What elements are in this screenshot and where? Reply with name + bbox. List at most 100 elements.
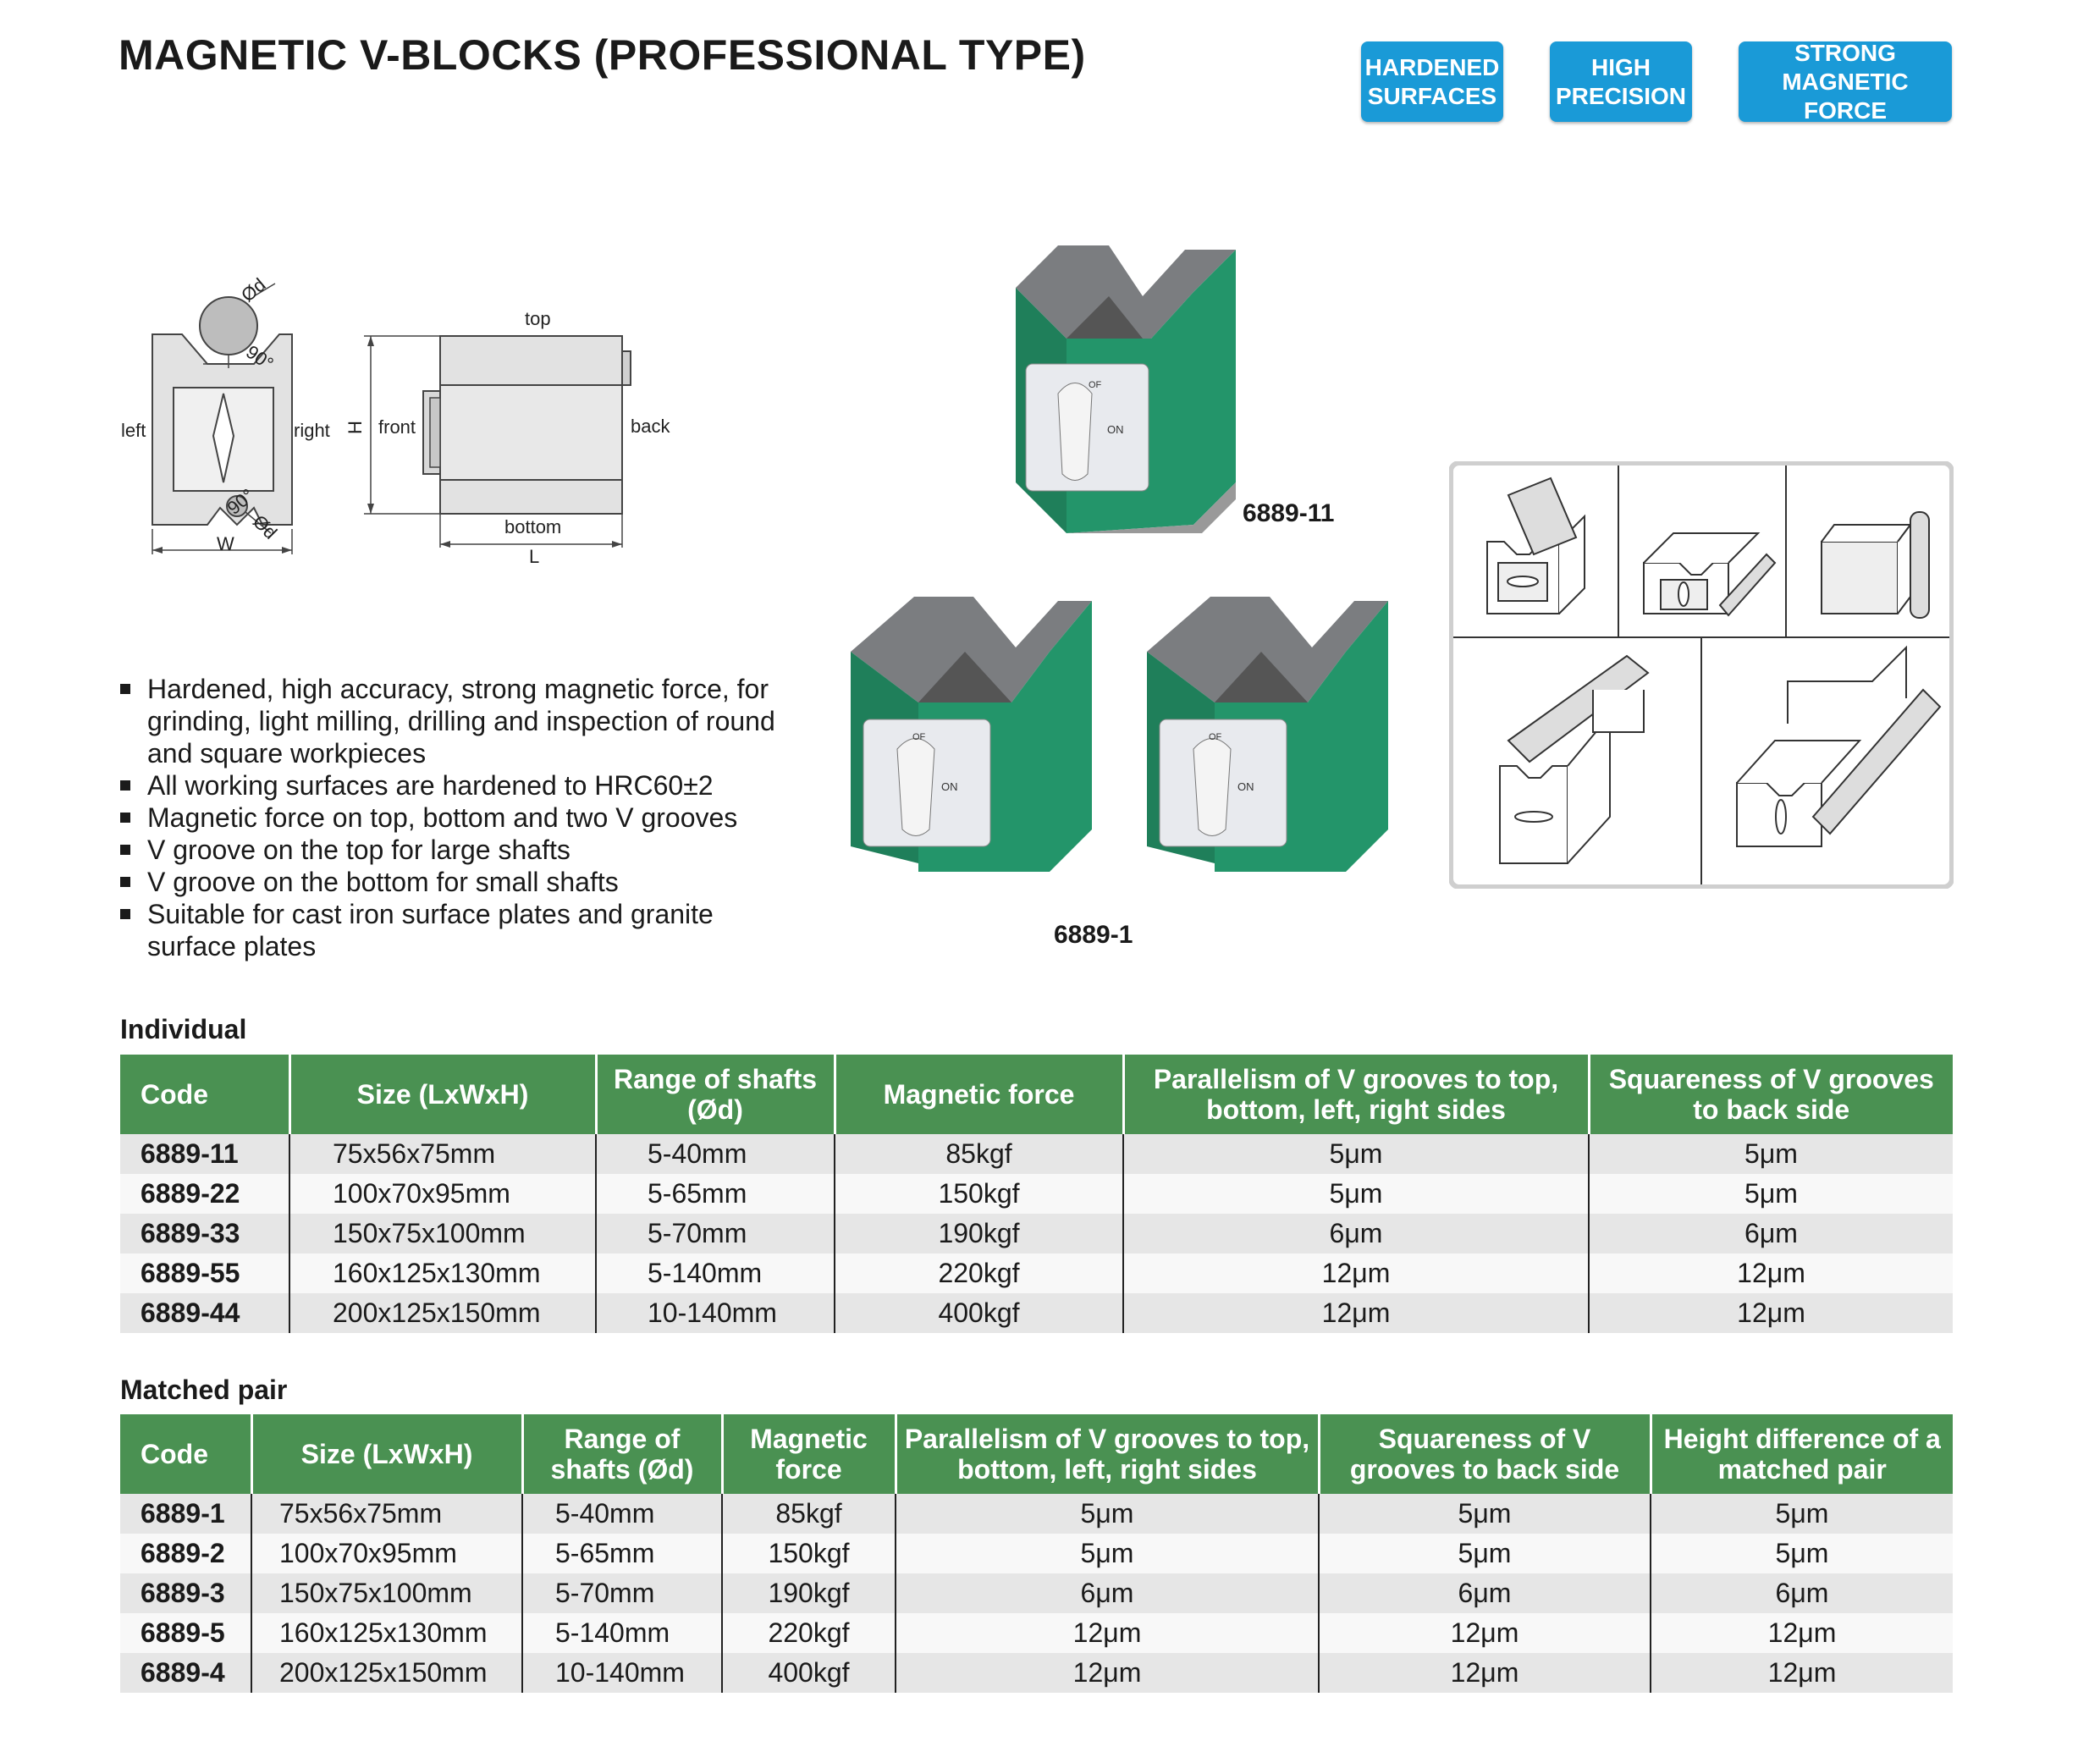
cell-size: 75x56x75mm xyxy=(251,1494,523,1534)
table-row: 6889-22 100x70x95mm 5-65mm 150kgf 5μm 5μ… xyxy=(120,1174,1953,1214)
cell-parallelism: 5μm xyxy=(896,1534,1320,1573)
cell-range: 5-65mm xyxy=(522,1534,723,1573)
cell-parallelism: 12μm xyxy=(896,1653,1320,1693)
cell-size: 160x125x130mm xyxy=(251,1613,523,1653)
cell-code: 6889-33 xyxy=(120,1214,290,1253)
feature-item: Magnetic force on top, bottom and two V … xyxy=(120,802,797,834)
table-row: 6889-55 160x125x130mm 5-140mm 220kgf 12μ… xyxy=(120,1253,1953,1293)
table-row: 6889-5 160x125x130mm 5-140mm 220kgf 12μm… xyxy=(120,1613,1953,1653)
col-force: Magnetic force xyxy=(835,1055,1125,1134)
cell-size: 200x125x150mm xyxy=(289,1293,597,1333)
badge-hardened-surfaces: HARDENED SURFACES xyxy=(1361,41,1503,122)
page-title: MAGNETIC V-BLOCKS (PROFESSIONAL TYPE) xyxy=(119,31,1086,79)
table-header-row: Code Size (LxWxH) Range of shafts (Ød) M… xyxy=(120,1055,1953,1134)
cell-parallelism: 6μm xyxy=(896,1573,1320,1613)
cell-height-difference: 6μm xyxy=(1651,1573,1953,1613)
cell-range: 5-40mm xyxy=(596,1134,835,1174)
cell-range: 5-70mm xyxy=(596,1214,835,1253)
usage-icon-2 xyxy=(1643,532,1777,617)
cell-code: 6889-2 xyxy=(120,1534,252,1573)
col-squareness: Squareness of V grooves to back side xyxy=(1319,1414,1652,1494)
usage-icon-5 xyxy=(1736,645,1942,847)
individual-table: Code Size (LxWxH) Range of shafts (Ød) M… xyxy=(120,1055,1953,1333)
cell-force: 400kgf xyxy=(835,1293,1124,1333)
cell-size: 150x75x100mm xyxy=(289,1214,597,1253)
cell-code: 6889-11 xyxy=(120,1134,290,1174)
table-row: 6889-44 200x125x150mm 10-140mm 400kgf 12… xyxy=(120,1293,1953,1333)
cell-parallelism: 5μm xyxy=(896,1494,1320,1534)
table-row: 6889-11 75x56x75mm 5-40mm 85kgf 5μm 5μm xyxy=(120,1134,1953,1174)
cell-force: 190kgf xyxy=(835,1214,1124,1253)
usage-illustrations-panel xyxy=(1449,461,1954,889)
switch-on-label: ON xyxy=(941,780,958,793)
table-row: 6889-2 100x70x95mm 5-65mm 150kgf 5μm 5μm… xyxy=(120,1534,1953,1573)
cell-force: 150kgf xyxy=(722,1534,896,1573)
badge-line: HIGH xyxy=(1591,53,1651,80)
v-block-pair-right-image: ON OF xyxy=(1147,597,1388,872)
cell-squareness: 5μm xyxy=(1589,1134,1953,1174)
cell-range: 10-140mm xyxy=(522,1653,723,1693)
cell-range: 5-140mm xyxy=(522,1613,723,1653)
switch-on-label: ON xyxy=(1107,423,1124,436)
cell-squareness: 12μm xyxy=(1319,1653,1651,1693)
switch-off-label: OF xyxy=(1089,380,1102,390)
cell-squareness: 12μm xyxy=(1319,1613,1651,1653)
cell-parallelism: 12μm xyxy=(1123,1293,1590,1333)
cell-code: 6889-44 xyxy=(120,1293,290,1333)
badge-line: MAGNETIC FORCE xyxy=(1782,68,1909,124)
cell-parallelism: 5μm xyxy=(1123,1174,1590,1214)
badge-high-precision: HIGH PRECISION xyxy=(1550,41,1692,122)
cell-parallelism: 6μm xyxy=(1123,1214,1590,1253)
front-view-drawing xyxy=(152,283,293,554)
col-code: Code xyxy=(120,1414,253,1494)
switch-off-label: OF xyxy=(912,732,926,742)
cell-size: 100x70x95mm xyxy=(289,1174,597,1214)
cell-force: 400kgf xyxy=(722,1653,896,1693)
cell-parallelism: 5μm xyxy=(1123,1134,1590,1174)
cell-size: 160x125x130mm xyxy=(289,1253,597,1293)
col-size: Size (LxWxH) xyxy=(289,1055,598,1134)
usage-icon-3 xyxy=(1821,511,1930,619)
usage-icon-1 xyxy=(1486,477,1585,614)
badge-strong-magnetic-force: STRONG MAGNETIC FORCE xyxy=(1739,40,1952,124)
badge-line: HARDENED xyxy=(1364,53,1500,80)
cell-parallelism: 12μm xyxy=(1123,1253,1590,1293)
label-back: back xyxy=(631,416,670,437)
label-h: H xyxy=(344,421,366,434)
cell-range: 5-40mm xyxy=(522,1494,723,1534)
cell-code: 6889-3 xyxy=(120,1573,252,1613)
cell-force: 85kgf xyxy=(722,1494,896,1534)
cell-height-difference: 12μm xyxy=(1651,1653,1953,1693)
cell-squareness: 12μm xyxy=(1589,1293,1953,1333)
col-code: Code xyxy=(120,1055,291,1134)
col-parallelism: Parallelism of V grooves to top, bottom,… xyxy=(896,1414,1320,1494)
col-range: Range of shafts (Ød) xyxy=(522,1414,724,1494)
badge-line: PRECISION xyxy=(1555,82,1687,109)
cell-code: 6889-5 xyxy=(120,1613,252,1653)
label-l: L xyxy=(529,546,540,567)
cell-range: 10-140mm xyxy=(596,1293,835,1333)
cell-code: 6889-22 xyxy=(120,1174,290,1214)
cell-force: 220kgf xyxy=(722,1613,896,1653)
v-block-single-image: ON OF xyxy=(1016,245,1236,533)
usage-icon-4 xyxy=(1499,654,1650,864)
cell-range: 5-70mm xyxy=(522,1573,723,1613)
label-right: right xyxy=(294,420,330,441)
cell-range: 5-140mm xyxy=(596,1253,835,1293)
feature-item: Suitable for cast iron surface plates an… xyxy=(120,898,797,962)
individual-heading: Individual xyxy=(120,1014,247,1044)
table-row: 6889-33 150x75x100mm 5-70mm 190kgf 6μm 6… xyxy=(120,1214,1953,1253)
col-size: Size (LxWxH) xyxy=(251,1414,524,1494)
matched-heading: Matched pair xyxy=(120,1375,288,1405)
cell-size: 200x125x150mm xyxy=(251,1653,523,1693)
label-top: top xyxy=(525,308,551,329)
cell-squareness: 5μm xyxy=(1319,1494,1651,1534)
cell-size: 100x70x95mm xyxy=(251,1534,523,1573)
label-6889-1: 6889-1 xyxy=(1054,921,1133,949)
col-force: Magnetic force xyxy=(722,1414,897,1494)
cell-force: 190kgf xyxy=(722,1573,896,1613)
cell-code: 6889-55 xyxy=(120,1253,290,1293)
label-bottom: bottom xyxy=(504,516,562,537)
table-header-row: Code Size (LxWxH) Range of shafts (Ød) M… xyxy=(120,1414,1953,1494)
table-row: 6889-4 200x125x150mm 10-140mm 400kgf 12μ… xyxy=(120,1653,1953,1693)
